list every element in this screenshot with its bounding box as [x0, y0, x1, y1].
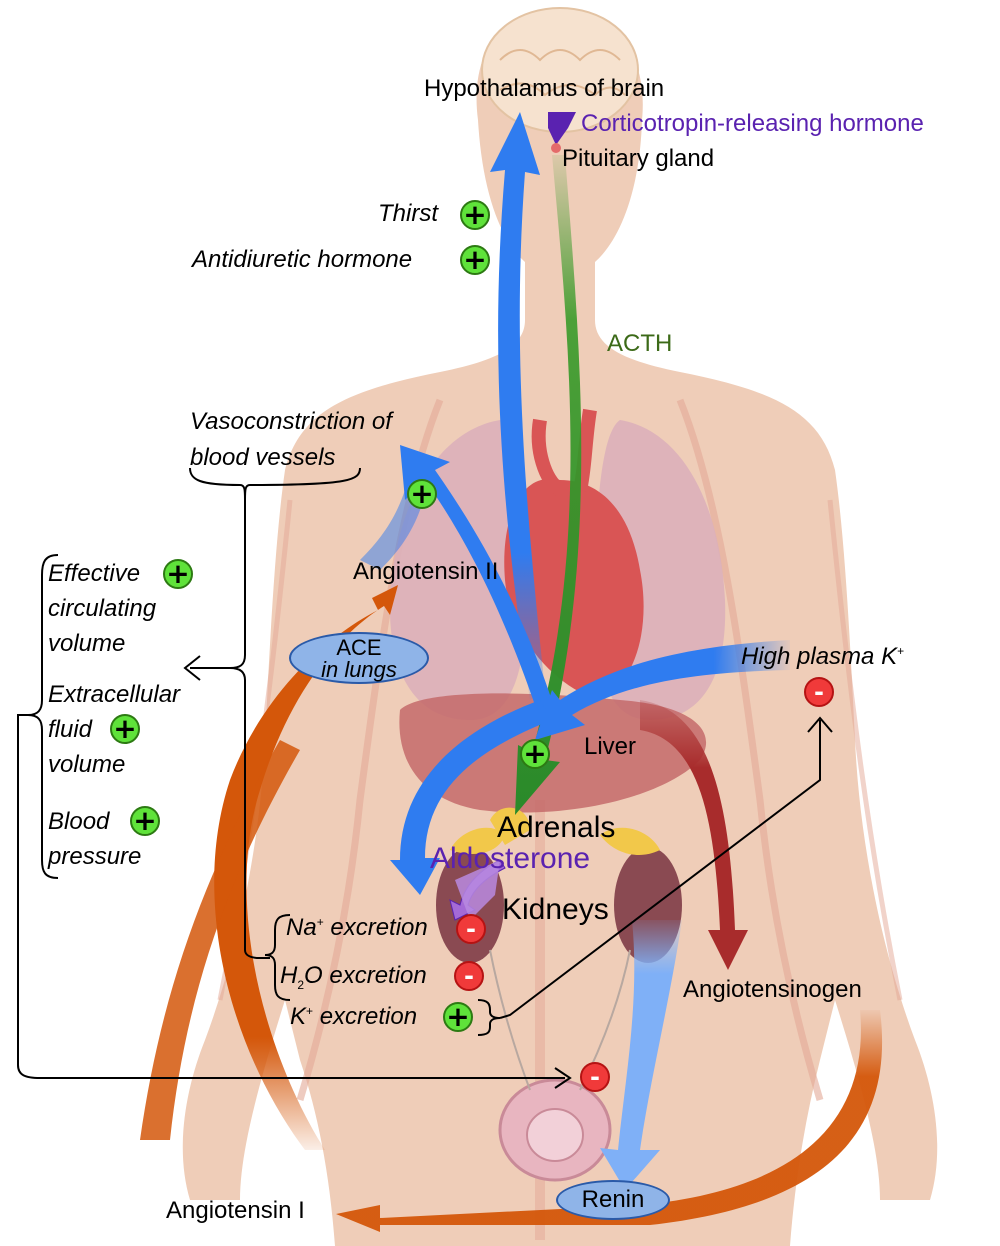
na-minus-badge: - [456, 914, 486, 944]
liver-plus-badge: + [520, 739, 550, 769]
acth-label: ACTH [607, 330, 673, 357]
ecv-label-line2: circulating [48, 595, 157, 622]
liver-to-angiotensinogen-arrow [640, 700, 748, 970]
k-rest: excretion [313, 1003, 418, 1030]
pituitary-dot [551, 143, 561, 153]
vasoconstriction-label-line2: blood vessels [190, 444, 336, 471]
ace-label: ACE [336, 635, 382, 660]
high-plasma-k-sup: + [897, 644, 905, 658]
h2o-minus-badge: - [454, 961, 484, 991]
feedback-lines [17, 467, 833, 1089]
bp-plus-badge: + [130, 806, 160, 836]
adh-label: Antidiuretic hormone [192, 246, 413, 273]
ecv-label-line3: volume [48, 630, 126, 657]
vasoconstriction-label-line1: Vasoconstriction of [190, 408, 392, 435]
vasoconstriction-plus-badge: + [407, 479, 437, 509]
angiotensin-to-vasoconstriction-arrow [400, 445, 555, 720]
ecf-plus-badge: + [110, 714, 140, 744]
k-sup: + [306, 1004, 314, 1018]
vasoconstriction-brace [189, 467, 361, 501]
ecf-label-line3: volume [48, 751, 126, 778]
na-h2o-brace [264, 914, 291, 1001]
adh-plus-badge: + [460, 245, 490, 275]
h2o-sub: 2 [297, 977, 305, 992]
liver-label: Liver [584, 733, 637, 760]
angiotensin1-to-angiotensin2-arrow [214, 585, 398, 1150]
acth-arrow [515, 155, 582, 815]
crh-label: Corticotropin-releasing hormone [581, 110, 924, 137]
in-lungs-label: in lungs [321, 657, 397, 682]
k-base: K [290, 1003, 307, 1030]
high-k-minus-badge: - [804, 677, 834, 707]
hypothalamus-label: Hypothalamus of brain [424, 75, 665, 102]
k-excretion-label: K+ excretion [290, 1005, 417, 1029]
renin-minus-badge: - [580, 1062, 610, 1092]
kidneys-label: Kidneys [502, 893, 609, 926]
angiotensinogen-label: Angiotensinogen [683, 976, 862, 1003]
na-base: Na [286, 914, 317, 941]
na-excretion-label: Na+ excretion [286, 916, 428, 940]
k-plus-badge: + [443, 1002, 473, 1032]
na-rest: excretion [323, 914, 428, 941]
angiotensin-to-hypothalamus-arrow [490, 112, 545, 700]
thirst-label: Thirst [378, 200, 438, 227]
high-plasma-k-text: High plasma K [741, 643, 898, 670]
h2o-excretion-label: H2O excretion [280, 964, 427, 991]
renin-oval: Renin [556, 1180, 670, 1220]
ecf-label-line2: fluid [48, 716, 93, 743]
ecv-plus-badge: + [163, 559, 193, 589]
aldosterone-label: Aldosterone [430, 842, 591, 875]
high-plasma-k-label: High plasma K+ [741, 645, 904, 669]
thirst-plus-badge: + [460, 200, 490, 230]
ecv-label-line1: Effective [48, 560, 141, 587]
ace-in-lungs-oval: ACE in lungs [289, 632, 429, 684]
h2o-rest: O excretion [304, 962, 427, 989]
high-k-arrow [535, 640, 790, 740]
pituitary-label: Pituitary gland [562, 145, 715, 172]
angiotensin2-label: Angiotensin II [353, 558, 499, 585]
h2o-h: H [280, 962, 298, 989]
angiotensin-to-adrenals-arrow [390, 700, 552, 895]
ecf-label-line1: Extracellular [48, 681, 181, 708]
bp-label-line1: Blood [48, 808, 110, 835]
kidney-to-renin-arrow [600, 920, 682, 1190]
crh-arrow [548, 112, 576, 145]
adrenals-label: Adrenals [497, 811, 616, 844]
angiotensin1-label: Angiotensin I [166, 1197, 305, 1224]
bp-label-line2: pressure [48, 843, 142, 870]
na-sup: + [316, 915, 324, 929]
